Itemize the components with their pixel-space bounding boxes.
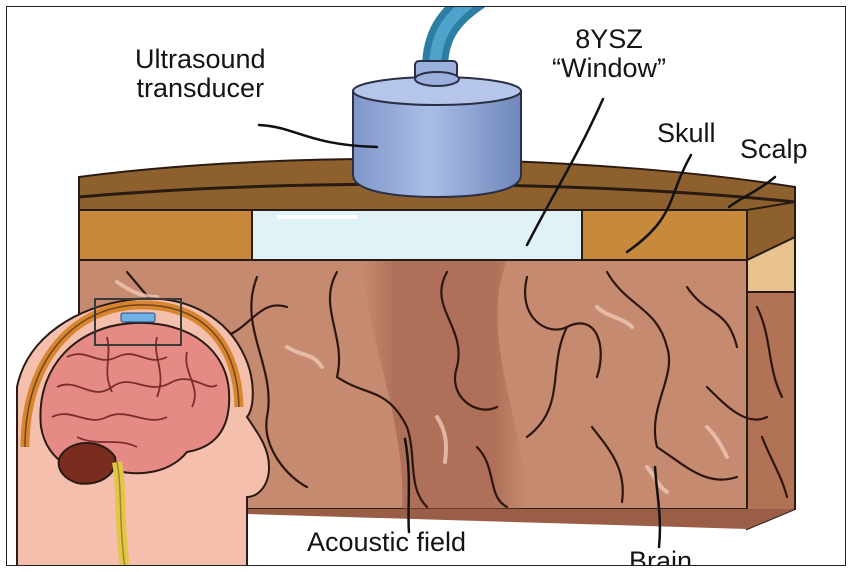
- head-inset: [17, 299, 269, 566]
- label-brain: Brain: [629, 547, 692, 566]
- label-ysz-window: 8YSZ “Window”: [552, 25, 666, 83]
- label-skull: Skull: [657, 119, 716, 148]
- cerebellum-inset: [59, 443, 116, 484]
- diagram-canvas: [7, 7, 846, 566]
- label-acoustic-field: Acoustic field: [307, 528, 466, 557]
- inset-window-marker: [121, 313, 155, 322]
- label-ultrasound-transducer: Ultrasound transducer: [135, 45, 266, 103]
- diagram-frame: Ultrasound transducer 8YSZ “Window” Skul…: [6, 6, 846, 566]
- ultrasound-transducer: [353, 7, 521, 197]
- label-scalp: Scalp: [740, 135, 808, 164]
